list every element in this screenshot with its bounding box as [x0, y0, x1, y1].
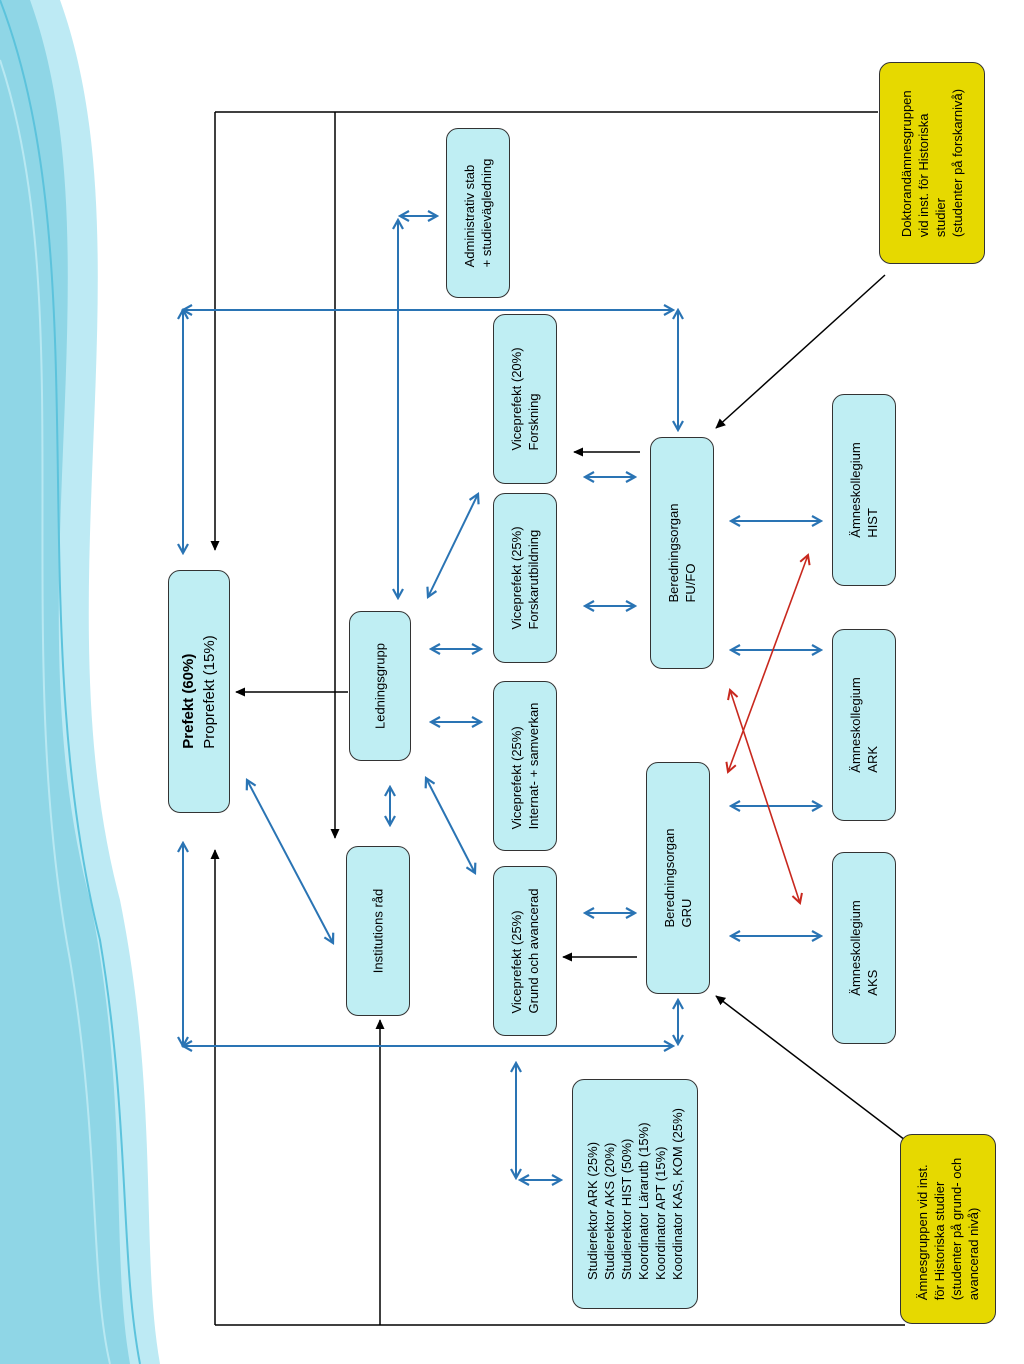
koordinator-lararutb: Koordinator Lärarutb (15%) [636, 1122, 651, 1280]
viceprefekt-internat-line1: Viceprefekt (25%) [509, 726, 524, 830]
viceprefekt-forskning-line2: Forskning [526, 393, 541, 451]
viceprefekt-grund-box: Viceprefekt (25%) Grund och avancerad [493, 866, 557, 1036]
beredningsorgan-fufo-box: Beredningsorgan FU/FO [650, 437, 714, 669]
viceprefekt-forskarutbildning-line1: Viceprefekt (25%) [509, 526, 524, 630]
viceprefekt-forskning-line1: Viceprefekt (20%) [509, 347, 524, 451]
viceprefekt-forskarutbildning-box: Viceprefekt (25%) Forskarutbildning [493, 493, 557, 663]
red-connectors [728, 555, 808, 903]
amneskollegium-hist-line2: HIST [865, 508, 880, 538]
institutions-rad-box: Institutions råd [346, 846, 410, 1016]
viceprefekt-forskarutbildning-line2: Forskarutbildning [526, 529, 541, 630]
studierektor-ark: Studierektor ARK (25%) [585, 1141, 600, 1280]
studierektor-box: Studierektor ARK (25%) Studierektor AKS … [572, 1079, 698, 1309]
koordinator-kas-kom: Koordinator KAS, KOM (25%) [670, 1108, 685, 1280]
amneskollegium-aks-line1: Ämneskollegium [848, 900, 863, 996]
proprefekt-label: Proprefekt (15%) [201, 634, 218, 749]
beredningsorgan-gru-box: Beredningsorgan GRU [646, 762, 710, 994]
viceprefekt-internat-box: Viceprefekt (25%) Internat- + samverkan [493, 681, 557, 851]
institutions-rad-label: Institutions råd [370, 888, 386, 974]
ledningsgrupp-label: Ledningsgrupp [372, 642, 388, 730]
amneskollegium-hist-line1: Ämneskollegium [848, 442, 863, 538]
doktorand-line1: Doktorandämnesgruppen [899, 90, 914, 238]
doktorand-line3: studier [933, 198, 948, 238]
beredningsorgan-gru-line2: GRU [679, 898, 694, 928]
doktorand-line4: (studenter på forskarnivå) [950, 88, 965, 238]
amneskollegium-ark-line1: Ämneskollegium [848, 677, 863, 773]
admin-stab-line1: Administrativ stab [462, 164, 477, 268]
amneskollegium-aks-line2: AKS [865, 969, 880, 996]
viceprefekt-internat-line2: Internat- + samverkan [526, 702, 541, 830]
black-connectors [210, 111, 906, 1326]
prefekt-box: Prefekt (60%) Proprefekt (15%) [168, 570, 230, 813]
amneskollegium-ark-box: Ämneskollegium ARK [832, 629, 896, 821]
doktorand-line2: vid inst. för Historiska [916, 113, 931, 238]
amnesgruppen-line1: Ämnesgruppen vid inst. [915, 1164, 930, 1301]
prefekt-title: Prefekt (60%) [180, 653, 197, 749]
studierektor-hist: Studierektor HIST (50%) [619, 1138, 634, 1280]
admin-stab-box: Administrativ stab + studievägledning [446, 128, 510, 298]
admin-stab-line2: + studievägledning [479, 158, 494, 268]
studierektor-aks: Studierektor AKS (20%) [602, 1142, 617, 1280]
beredningsorgan-fufo-line1: Beredningsorgan [666, 503, 681, 603]
viceprefekt-grund-line2: Grund och avancerad [526, 888, 541, 1014]
amnesgruppen-line3: (studenter på grund- och [949, 1157, 964, 1301]
viceprefekt-grund-line1: Viceprefekt (25%) [509, 910, 524, 1014]
amneskollegium-aks-box: Ämneskollegium AKS [832, 852, 896, 1044]
amneskollegium-hist-box: Ämneskollegium HIST [832, 394, 896, 586]
beredningsorgan-fufo-line2: FU/FO [683, 563, 698, 603]
viceprefekt-forskning-box: Viceprefekt (20%) Forskning [493, 314, 557, 484]
blue-connectors [183, 216, 821, 1180]
amnesgruppen-box: Ämnesgruppen vid inst. för Historiska st… [900, 1134, 996, 1324]
beredningsorgan-gru-line1: Beredningsorgan [662, 828, 677, 928]
amnesgruppen-line4: avancerad nivå) [966, 1207, 981, 1301]
amneskollegium-ark-line2: ARK [865, 745, 880, 773]
koordinator-apt: Koordinator APT (15%) [653, 1146, 668, 1280]
decorative-wave [0, 0, 160, 1364]
ledningsgrupp-box: Ledningsgrupp [349, 611, 411, 761]
amnesgruppen-line2: för Historiska studier [932, 1181, 947, 1301]
doktorandamnesgruppen-box: Doktorandämnesgruppen vid inst. för Hist… [879, 62, 985, 264]
